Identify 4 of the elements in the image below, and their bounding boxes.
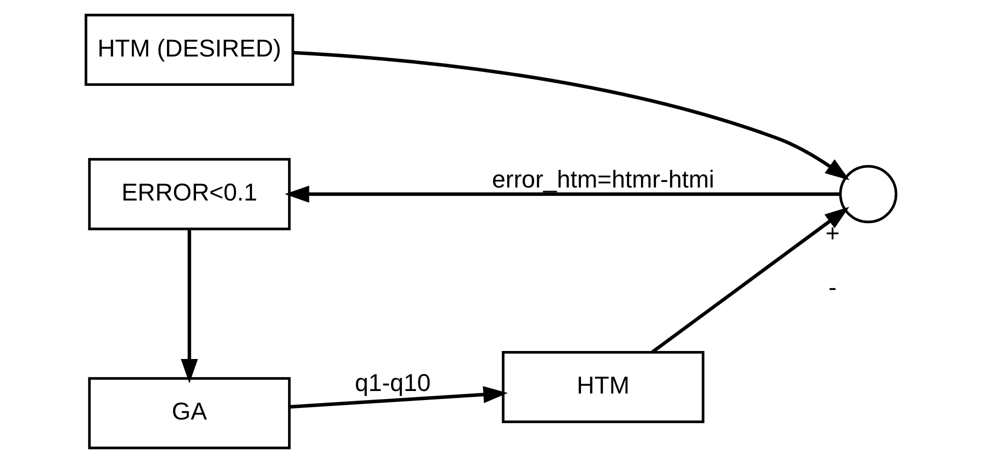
edge-label: error_htm=htmr-htmi [492,166,714,194]
node-label: + [825,220,840,248]
edge-label: q1-q10 [354,370,431,397]
node-label: - [828,274,837,302]
